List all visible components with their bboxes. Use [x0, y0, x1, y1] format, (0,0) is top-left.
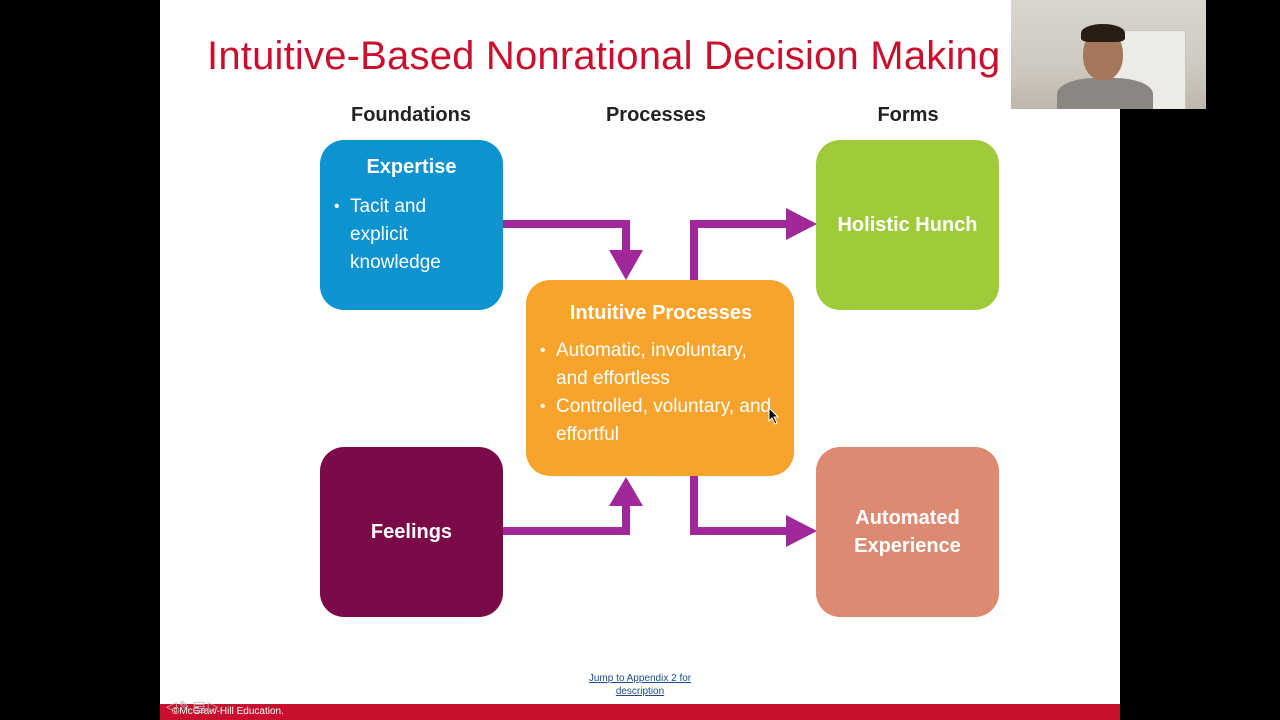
expertise-title: Expertise	[366, 156, 457, 178]
next-slide-icon[interactable]: ▷	[207, 698, 221, 714]
arrowhead-up-icon	[609, 477, 643, 506]
expertise-bullets: Tacit and explicit knowledge	[334, 193, 489, 277]
intuitive-bullet-automatic: Automatic, involuntary, and effortless	[540, 337, 782, 393]
pen-icon[interactable]: ✎	[178, 698, 193, 714]
expertise-bullet: Tacit and explicit knowledge	[334, 193, 489, 277]
menu-icon[interactable]: ▤	[192, 698, 208, 714]
column-header-foundations: Foundations	[351, 104, 471, 126]
mouse-cursor-icon	[768, 407, 780, 425]
feelings-box: Feelings	[320, 447, 503, 617]
appendix-link[interactable]: Jump to Appendix 2 for description	[588, 673, 692, 697]
copyright-text: ©McGraw-Hill Education.	[172, 706, 284, 717]
slide-nav-controls[interactable]: ◁✎▤▷	[166, 698, 221, 715]
arrow-feelings-to-intuitive	[503, 505, 630, 535]
webcam-overlay	[1011, 0, 1206, 109]
prev-slide-icon[interactable]: ◁	[166, 698, 179, 714]
column-header-processes: Processes	[605, 104, 707, 126]
automated-experience-title: Automated Experience	[854, 507, 961, 557]
arrow-expertise-to-intuitive	[503, 220, 630, 252]
intuitive-bullet-controlled: Controlled, voluntary, and effortful	[540, 393, 782, 449]
presenter-body	[1057, 78, 1153, 109]
intuitive-processes-bullets: Automatic, involuntary, and effortless C…	[540, 337, 782, 449]
intuitive-processes-box: Intuitive Processes Automatic, involunta…	[526, 280, 794, 476]
presenter-hair	[1081, 24, 1125, 42]
holistic-hunch-title: Holistic Hunch	[837, 214, 978, 236]
arrow-intuitive-to-holistic	[690, 220, 790, 280]
flow-arrows	[503, 208, 817, 547]
expertise-box: Expertise Tacit and explicit knowledge	[320, 140, 503, 310]
arrowhead-down-icon	[609, 250, 643, 280]
feelings-title: Feelings	[370, 521, 453, 543]
slide: Intuitive-Based Nonrational Decision Mak…	[160, 0, 1120, 720]
holistic-hunch-box: Holistic Hunch	[816, 140, 999, 310]
automated-experience-box: Automated Experience	[816, 447, 999, 617]
arrow-intuitive-to-automated	[690, 476, 790, 535]
intuitive-processes-title: Intuitive Processes	[569, 302, 753, 324]
column-header-forms: Forms	[877, 104, 939, 126]
footer-bar: ©McGraw-Hill Education.	[160, 704, 1120, 720]
arrowhead-right-icon	[786, 515, 817, 547]
arrowhead-right-icon	[786, 208, 817, 240]
slide-title: Intuitive-Based Nonrational Decision Mak…	[207, 34, 1001, 78]
